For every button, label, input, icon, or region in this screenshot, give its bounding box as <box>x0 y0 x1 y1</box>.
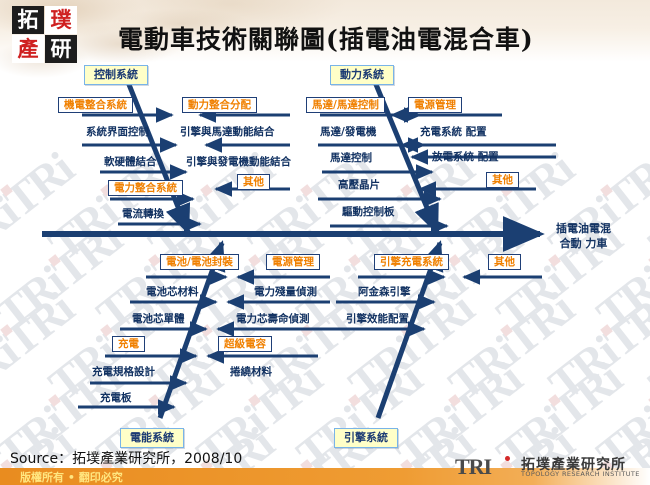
bone-label-current-conversion: 電流轉換 <box>122 208 164 220</box>
bone-label-charge-sys-config: 充電系統 配置 <box>420 126 487 138</box>
subcategory-label: 電力整合系統 <box>114 182 177 194</box>
subcategory-box-supercapacitor[interactable]: 超級電容 <box>218 336 272 353</box>
category-label: 電能系統 <box>130 431 174 444</box>
copyright-notice: 版權所有 • 翻印必究 <box>20 471 123 484</box>
bone-label-cell-life-detect: 電力芯壽命偵測 <box>236 313 310 325</box>
category-label: 引擎系統 <box>344 431 388 444</box>
tri-logo: TRI 拓墣產業研究所 TOPOLOGY RESEARCH INSTITUTE <box>455 454 645 480</box>
subcategory-label: 馬達/馬達控制 <box>312 99 379 111</box>
tri-seal-logo: 拓 璞 產 研 <box>12 6 78 64</box>
subcategory-label: 其他 <box>494 256 515 268</box>
tri-logo-chinese-name: 拓墣產業研究所 <box>521 457 626 473</box>
subcategory-box-power-distribution[interactable]: 動力整合分配 <box>182 97 257 114</box>
seal-char-3: 產 <box>12 35 44 63</box>
bone-label-sys-interface-control: 系統界面控制 <box>86 126 149 138</box>
subcategory-label: 引擎充電系統 <box>380 256 443 268</box>
category-box-engine-system[interactable]: 引擎系統 <box>334 428 398 449</box>
seal-char-4: 研 <box>45 35 77 63</box>
category-label: 控制系統 <box>94 68 138 81</box>
bone-label-charge-spec-design: 充電規格設計 <box>92 366 155 378</box>
subcategory-box-other-power-management[interactable]: 其他 <box>486 172 519 189</box>
bone-label-power-residual-detect: 電力殘量偵測 <box>254 286 317 298</box>
bone-label-engine-motor-dynamic: 引擎與馬達動能結合 <box>180 126 275 138</box>
subcategory-box-other-power-distribution[interactable]: 其他 <box>237 174 270 191</box>
subcategory-box-charging[interactable]: 充電 <box>112 336 145 353</box>
bone-label-drive-control-board: 驅動控制板 <box>342 206 395 218</box>
subcategory-label: 超級電容 <box>224 338 266 350</box>
subcategory-label: 充電 <box>118 338 139 350</box>
page-title: 電動車技術關聯圖(插電油電混合車) <box>118 25 534 54</box>
category-box-power-system[interactable]: 動力系統 <box>330 65 394 86</box>
subcategory-box-power-management-bottom[interactable]: 電源管理 <box>266 254 320 271</box>
bone-label-cell-unit: 電池芯單體 <box>132 313 185 325</box>
tri-logo-mark: TRI <box>455 454 492 479</box>
bone-label-discharge-sys-config: 放電系統 配置 <box>432 151 499 163</box>
bone-label-engine-efficiency: 引擎效能配置 <box>346 313 409 325</box>
bone-label-atkinson-engine: 阿金森引擎 <box>358 286 411 298</box>
subcategory-box-other-engine[interactable]: 其他 <box>488 254 521 271</box>
bone-label-motor-control-sub: 馬達控制 <box>330 152 372 164</box>
bone-label-high-voltage-chip: 高壓晶片 <box>338 179 380 191</box>
subcategory-box-engine-charging-system[interactable]: 引擎充電系統 <box>374 254 449 271</box>
bone-label-hw-sw-integration: 軟硬體結合 <box>104 156 157 168</box>
subcategory-label: 機電整合系統 <box>64 99 127 111</box>
seal-char-1: 拓 <box>12 6 44 34</box>
source-citation: Source：拓墣產業研究所，2008/10 <box>10 451 243 467</box>
subcategory-label: 其他 <box>492 174 513 186</box>
seal-char-2: 璞 <box>45 6 77 34</box>
subcategory-label: 動力整合分配 <box>188 99 251 111</box>
subcategory-box-power-management-top[interactable]: 電源管理 <box>408 97 462 114</box>
subcategory-box-mechatronic-integration[interactable]: 機電整合系統 <box>58 97 133 114</box>
subcategory-label: 電池/電池封裝 <box>166 256 233 268</box>
subcategory-box-power-integration[interactable]: 電力整合系統 <box>108 180 183 197</box>
subcategory-box-battery-packaging[interactable]: 電池/電池封裝 <box>160 254 239 271</box>
bone-label-charging-board: 充電板 <box>100 392 132 404</box>
subcategory-label: 電源管理 <box>414 99 456 111</box>
paper-texture-background <box>0 0 650 62</box>
category-box-control-system[interactable]: 控制系統 <box>84 65 148 86</box>
tri-logo-english-name: TOPOLOGY RESEARCH INSTITUTE <box>521 470 640 478</box>
fishbone-skeleton <box>42 81 556 419</box>
bone-label-engine-gen-dynamic: 引擎與發電機動能結合 <box>186 156 291 168</box>
bone-label-winding-material: 捲繞材料 <box>230 366 272 378</box>
subcategory-label: 電源管理 <box>272 256 314 268</box>
head-label-line-1: 插電油電混 <box>556 222 611 235</box>
fishbone-head-label: 插電油電混 合動 力車 <box>556 222 611 252</box>
subcategory-box-motor-control[interactable]: 馬達/馬達控制 <box>306 97 385 114</box>
category-label: 動力系統 <box>340 68 384 81</box>
tri-logo-dot-icon <box>505 456 510 461</box>
subcategory-label: 其他 <box>243 176 264 188</box>
bone-label-motor-generator: 馬達/發電機 <box>320 126 377 138</box>
footer-bar <box>0 468 650 485</box>
category-box-energy-system[interactable]: 電能系統 <box>120 428 184 449</box>
head-label-line-2: 合動 力車 <box>559 236 608 250</box>
bone-label-cell-material: 電池芯材料 <box>146 286 199 298</box>
